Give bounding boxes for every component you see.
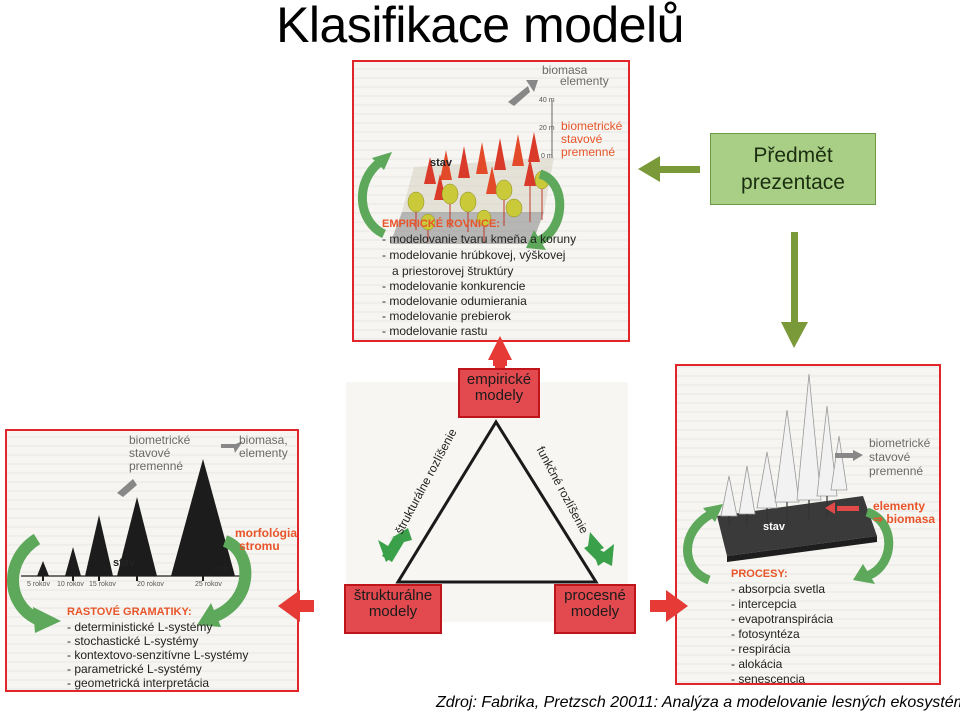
- empirical-biomasa-label: biomasa: [542, 63, 588, 77]
- structural-age: 20 rokov: [137, 581, 164, 588]
- process-item: - absorpcia svetla: [731, 582, 826, 596]
- empirical-elementy-label: elementy: [560, 74, 609, 88]
- structural-item: - deterministické L-systémy: [67, 620, 213, 634]
- procesne-modely-line1: procesné: [564, 587, 626, 604]
- process-biometric-1: biometrické: [869, 436, 931, 450]
- structural-item: - stochastické L-systémy: [67, 634, 199, 648]
- process-elements-2: ⇒ biomasa: [873, 512, 936, 526]
- empirical-biometric-2: stavové: [561, 132, 603, 146]
- predmet-line2: prezentace: [741, 171, 845, 194]
- strukturalne-modely-box[interactable]: štrukturálne modely: [344, 584, 442, 634]
- process-stand-illustration: [683, 373, 894, 585]
- process-elements-1: elementy: [873, 499, 926, 513]
- empirical-item: - modelovanie rastu: [382, 324, 488, 338]
- structural-stav-label: stav: [113, 557, 136, 569]
- structural-biometric-2: stavové: [129, 446, 171, 460]
- structural-age: 15 rokov: [89, 581, 116, 588]
- empirical-item: - modelovanie odumierania: [382, 294, 527, 308]
- empiricke-modely-line2: modely: [474, 387, 524, 404]
- structural-panel: biometrické stavové premenné biomasa, el…: [5, 429, 299, 692]
- empirical-heading: EMPIRICKÉ ROVNICE:: [382, 218, 500, 230]
- strukturalne-modely-line2: modely: [368, 603, 418, 620]
- empirical-stav-label: stav: [430, 157, 453, 169]
- process-biometric-2: stavové: [869, 450, 911, 464]
- predmet-prezentace-box: Předmět prezentace: [710, 133, 876, 205]
- process-stav-label: stav: [763, 521, 786, 533]
- empiricke-modely-box[interactable]: empirické modely: [458, 368, 540, 418]
- process-item: - intercepcia: [731, 597, 797, 611]
- structural-biometric-1: biometrické: [129, 433, 191, 447]
- source-citation: Zdroj: Fabrika, Pretzsch 20011: Analýza …: [436, 694, 960, 711]
- process-item: - senescencia: [731, 672, 806, 685]
- structural-morf-1: morfológia: [235, 526, 297, 540]
- structural-biomasa-2: elementy: [239, 446, 288, 460]
- empirical-scale-20: 20 m: [539, 125, 555, 132]
- structural-age: 5 rokov: [27, 581, 50, 588]
- empirical-scale-40: 40 m: [539, 97, 555, 104]
- predmet-line1: Předmět: [753, 144, 833, 167]
- empirical-item: - modelovanie hrúbkovej, výškovej: [382, 248, 566, 262]
- empirical-item: a priestorovej štruktúry: [392, 264, 514, 278]
- empirical-forest-illustration: [357, 80, 565, 250]
- structural-item: - parametrické L-systémy: [67, 662, 202, 676]
- empirical-scale-0: 0 m: [541, 153, 553, 160]
- empirical-item: - modelovanie tvaru kmeňa a koruny: [382, 232, 577, 246]
- process-biometric-3: premenné: [869, 464, 924, 478]
- process-panel: biometrické stavové premenné elementy ⇒ …: [675, 364, 941, 685]
- structural-biomasa-1: biomasa,: [239, 433, 288, 447]
- structural-item: - kontextovo-senzitívne L-systémy: [67, 648, 249, 662]
- empirical-panel: biomasa elementy 40 m 20 m 0 m stav biom…: [352, 60, 630, 342]
- process-item: - respirácia: [731, 642, 791, 656]
- procesne-modely-line2: modely: [570, 603, 620, 620]
- structural-morf-2: stromu: [239, 539, 280, 553]
- process-item: - alokácia: [731, 657, 783, 671]
- structural-item: - geometrická interpretácia: [67, 676, 210, 690]
- strukturalne-modely-line1: štrukturálne: [353, 587, 433, 604]
- process-item: - evapotranspirácia: [731, 612, 834, 626]
- empiricke-modely-line1: empirické: [466, 371, 532, 388]
- structural-vek-label: vek: [213, 563, 229, 574]
- structural-biometric-3: premenné: [129, 459, 184, 473]
- empirical-item: - modelovanie prebierok: [382, 309, 511, 323]
- page-title: Klasifikace modelů: [276, 0, 684, 53]
- empirical-biometric-1: biometrické: [561, 119, 623, 133]
- process-item: - fotosyntéza: [731, 627, 800, 641]
- empirical-item: - modelovanie konkurencie: [382, 279, 526, 293]
- empirical-biometric-3: premenné: [561, 145, 616, 159]
- structural-age: 10 rokov: [57, 581, 84, 588]
- process-heading: PROCESY:: [731, 568, 788, 580]
- structural-age: 25 rokov: [195, 581, 222, 588]
- structural-trees-illustration: [7, 441, 252, 633]
- structural-heading: RASTOVÉ GRAMATIKY:: [67, 606, 192, 618]
- procesne-modely-box[interactable]: procesné modely: [554, 584, 636, 634]
